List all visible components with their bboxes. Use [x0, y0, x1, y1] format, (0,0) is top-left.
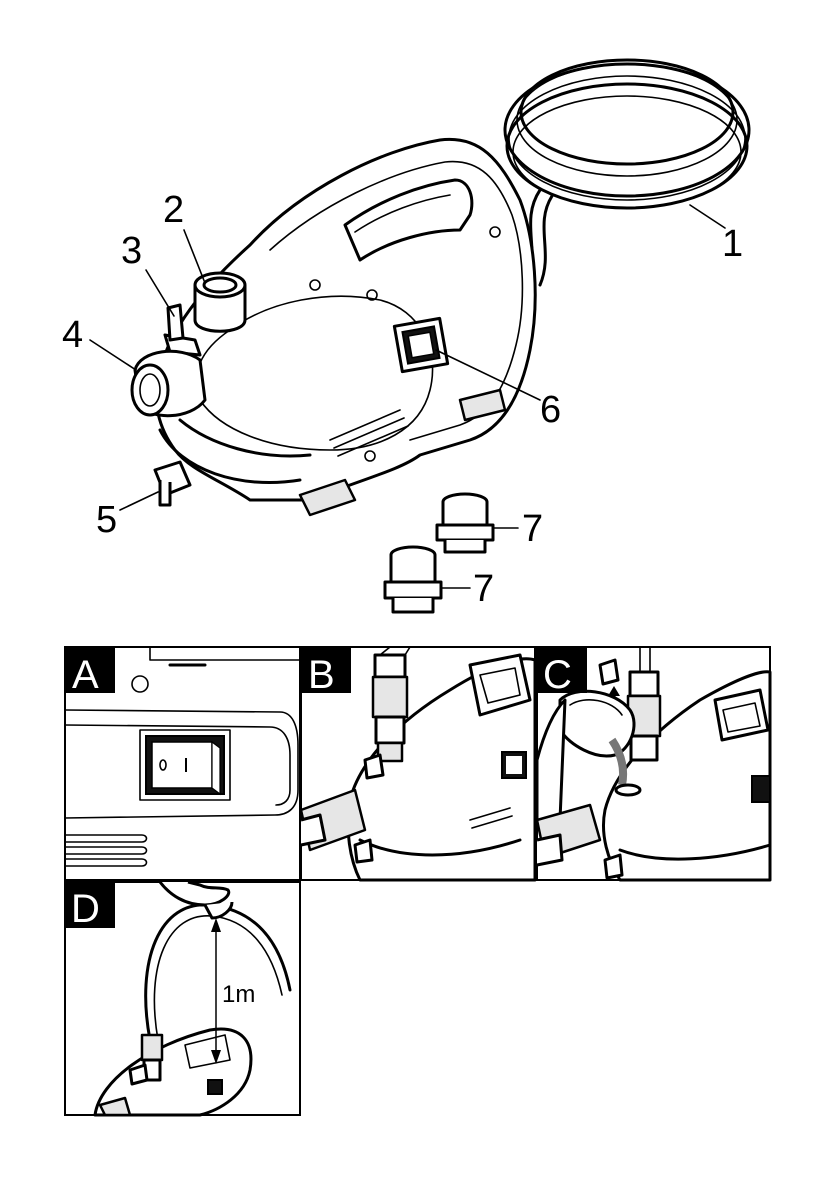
callout-6: 6: [540, 389, 561, 431]
callout-7-top: 7: [522, 508, 543, 550]
power-switch-illustration: [394, 318, 447, 371]
callout-5: 5: [96, 499, 117, 541]
suction-port-illustration: [132, 351, 205, 415]
callout-2: 2: [163, 189, 184, 231]
adapter-top-illustration: [437, 494, 493, 552]
panel-c-letter: C: [543, 653, 572, 697]
callout-3: 3: [121, 230, 142, 272]
panel-a: A: [65, 647, 300, 880]
panel-b-letter: B: [308, 653, 335, 697]
panel-d-letter: D: [71, 887, 100, 931]
filler-neck-illustration: [195, 273, 245, 331]
pump-illustration: 1 2 3 4 5 6 7 7: [62, 60, 749, 612]
height-dimension-label: 1m: [222, 981, 255, 1008]
adapter-bottom-illustration: [385, 547, 441, 612]
panel-c: C: [537, 647, 770, 880]
panel-d: 1m D: [65, 882, 300, 1115]
panel-a-letter: A: [72, 653, 99, 697]
callout-4: 4: [62, 314, 83, 356]
callout-1: 1: [722, 223, 743, 265]
callout-7-bottom: 7: [473, 568, 494, 610]
drain-plug-illustration: [155, 462, 190, 505]
coiled-hose: [505, 60, 749, 285]
panel-b: B: [301, 647, 535, 880]
